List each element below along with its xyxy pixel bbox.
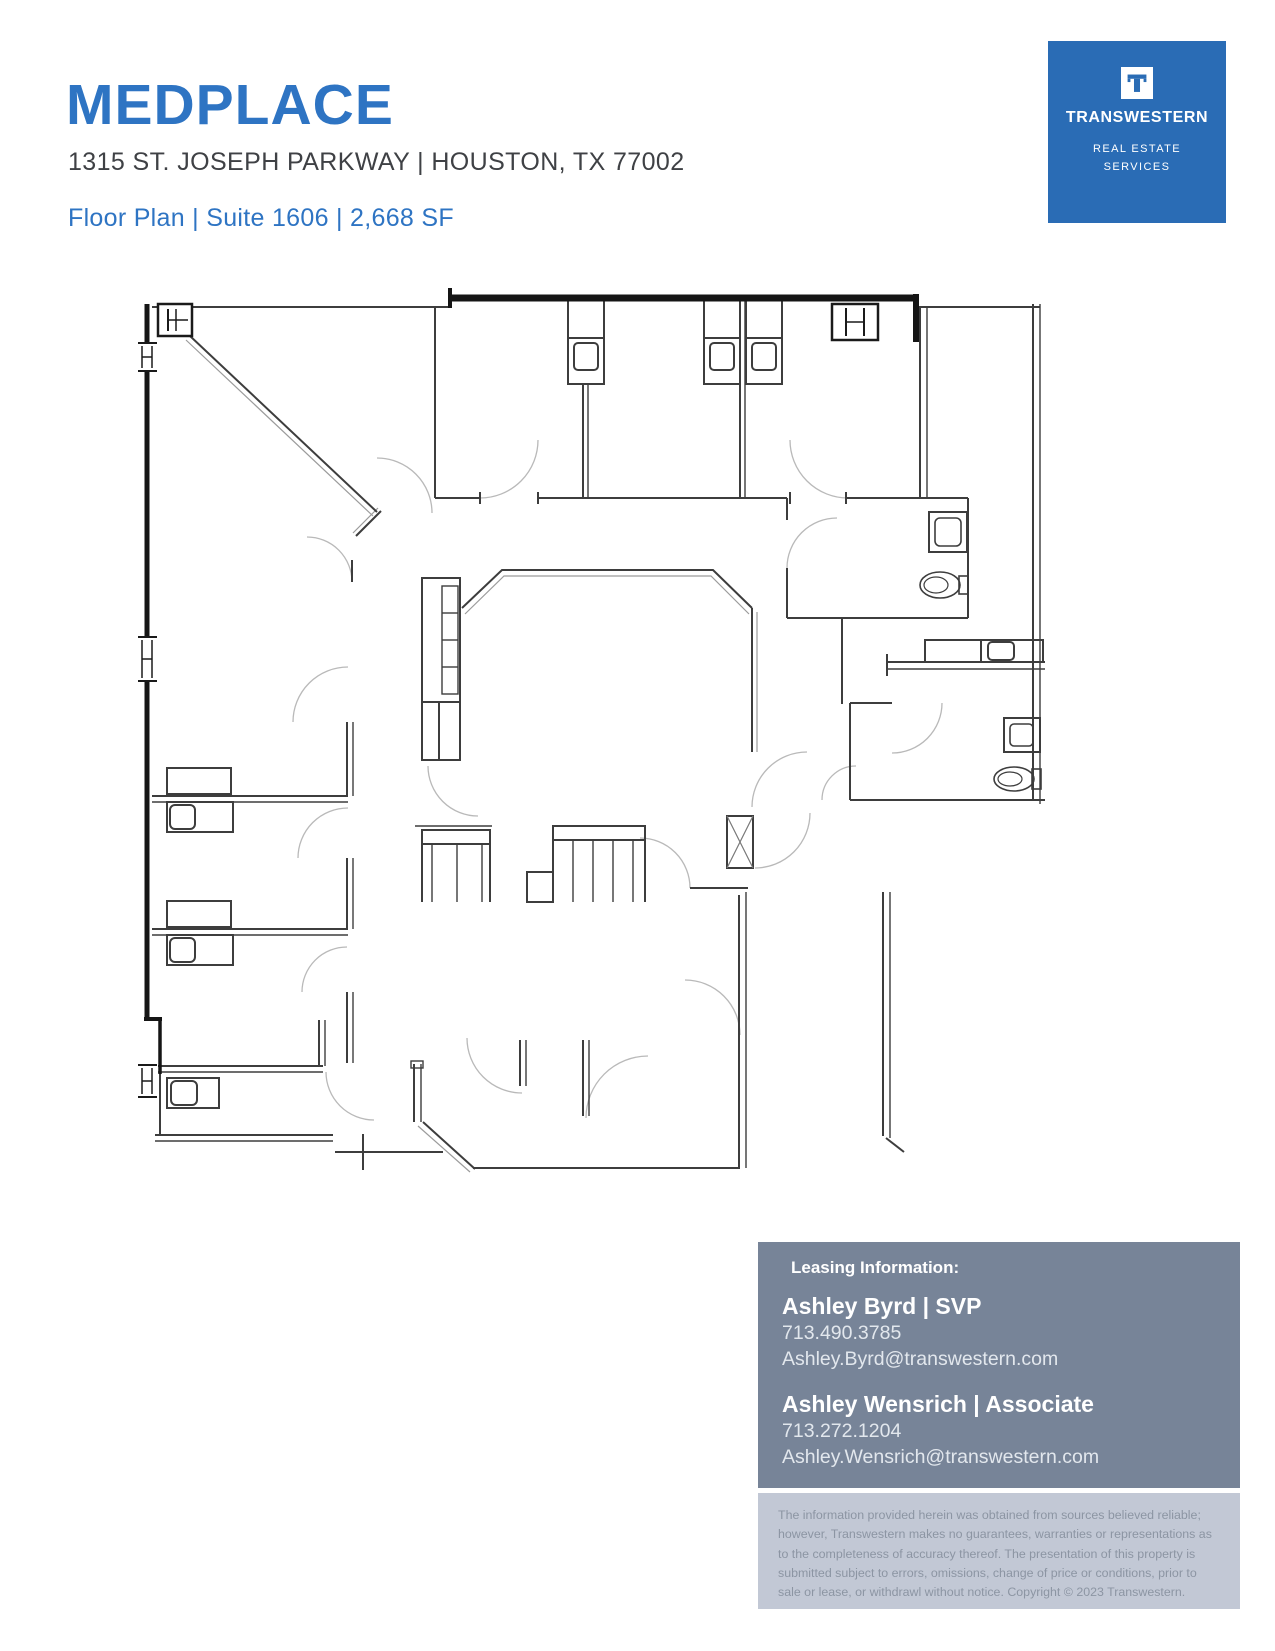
contact-name-title: Ashley Wensrich | Associate bbox=[782, 1391, 1094, 1417]
sink-fixture bbox=[169, 937, 196, 963]
sink-fixture bbox=[573, 342, 599, 371]
floorplan-subtitle: Floor Plan | Suite 1606 | 2,668 SF bbox=[68, 204, 454, 232]
logo-tagline-line1: REAL ESTATE bbox=[1093, 143, 1181, 155]
leasing-contact-1: Ashley Byrd | SVP 713.490.3785 Ashley.By… bbox=[782, 1292, 1222, 1372]
entry-door bbox=[726, 815, 754, 869]
counter bbox=[421, 829, 491, 845]
reception-counter bbox=[552, 825, 646, 841]
leasing-contact-2: Ashley Wensrich | Associate 713.272.1204… bbox=[782, 1390, 1222, 1470]
logo-tagline: REAL ESTATE SERVICES bbox=[1048, 141, 1226, 176]
sink-fixture bbox=[709, 342, 735, 371]
transwestern-t-icon bbox=[1121, 67, 1153, 99]
sink-fixture bbox=[170, 1080, 198, 1106]
contact-name-title: Ashley Byrd | SVP bbox=[782, 1293, 982, 1319]
disclaimer-box: The information provided herein was obta… bbox=[758, 1493, 1240, 1609]
contact-email: Ashley.Wensrich@transwestern.com bbox=[782, 1446, 1100, 1468]
top-window-detail bbox=[830, 302, 880, 342]
sink-fixture bbox=[169, 804, 196, 830]
sink-fixture bbox=[751, 342, 777, 371]
property-address: 1315 ST. JOSEPH PARKWAY | HOUSTON, TX 77… bbox=[68, 148, 685, 176]
floor-plan-drawing bbox=[137, 288, 1045, 1173]
sink-fixture bbox=[987, 641, 1015, 661]
toilet-fixture bbox=[993, 766, 1035, 792]
transwestern-logo: TRANSWESTERN REAL ESTATE SERVICES bbox=[1048, 41, 1226, 223]
leasing-info-box: Leasing Information: Ashley Byrd | SVP 7… bbox=[758, 1242, 1240, 1488]
page-title: MEDPLACE bbox=[66, 73, 394, 137]
restroom-sink bbox=[1003, 717, 1041, 753]
toilet-fixture bbox=[919, 571, 961, 599]
corner-window-detail bbox=[156, 302, 194, 338]
wall-shadow-lines bbox=[185, 339, 758, 1173]
window-mullion-marks bbox=[137, 302, 880, 1098]
exam-room-casework bbox=[166, 767, 232, 795]
door-swing-arcs bbox=[292, 439, 943, 1121]
restroom-sink bbox=[928, 511, 968, 553]
exam-room-casework bbox=[166, 900, 232, 928]
leasing-heading: Leasing Information: bbox=[791, 1258, 960, 1277]
contact-email: Ashley.Byrd@transwestern.com bbox=[782, 1348, 1059, 1370]
contact-phone: 713.490.3785 bbox=[782, 1322, 902, 1344]
disclaimer-text: The information provided herein was obta… bbox=[778, 1508, 1212, 1600]
exterior-walls bbox=[144, 288, 919, 1074]
interior-walls bbox=[152, 298, 1045, 1170]
logo-brand-text: TRANSWESTERN bbox=[1065, 109, 1209, 126]
logo-tagline-line2: SERVICES bbox=[1103, 160, 1171, 173]
casework-and-fixtures bbox=[166, 297, 1044, 1109]
contact-phone: 713.272.1204 bbox=[782, 1420, 902, 1442]
